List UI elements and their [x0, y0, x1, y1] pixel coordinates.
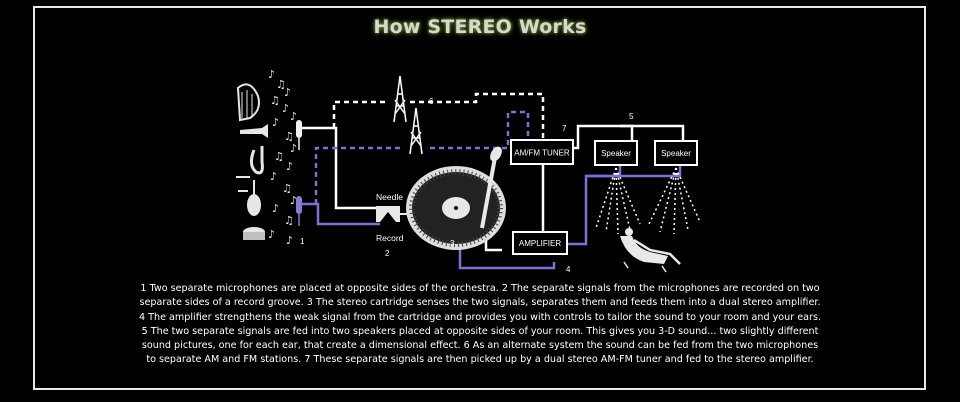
dashed-line-purple [314, 110, 530, 204]
speaker-left-label: Speaker [601, 149, 631, 158]
svg-text:♪: ♪ [290, 142, 297, 155]
orchestra-illustration: ♪♫♪ ♫♪♪ ♪♫♪ ♫♪♪ ♫♪♪ ♫♪♪ [236, 68, 297, 247]
sound-rays-left [595, 167, 641, 235]
caption-line: 1 Two separate microphones are placed at… [140, 283, 820, 294]
svg-text:♫: ♫ [282, 182, 292, 195]
number-5: 5 [629, 112, 634, 121]
number-7: 7 [562, 124, 567, 133]
amplifier-label: AMPLIFIER [519, 239, 561, 248]
radio-tower-1 [393, 75, 407, 123]
needle-label: Needle [376, 192, 403, 202]
sound-rays-right [647, 167, 701, 235]
caption-line: to separate AM and FM stations. 7 These … [146, 354, 814, 366]
svg-text:♪: ♪ [270, 170, 277, 183]
speaker-left-box [594, 140, 638, 166]
svg-text:♪: ♪ [282, 102, 289, 115]
number-3: 3 [450, 239, 455, 248]
svg-text:♪: ♪ [286, 160, 293, 173]
number-6: 6 [429, 97, 434, 106]
svg-text:♫: ♫ [284, 214, 294, 227]
svg-text:♪: ♪ [272, 202, 279, 215]
caption-line: 4 The amplifier strengthens the weak sig… [139, 311, 821, 323]
tuner-label: AM/FM TUNER [514, 149, 570, 158]
svg-text:♪: ♪ [290, 194, 297, 207]
svg-text:♫: ♫ [270, 94, 280, 107]
svg-text:♫: ♫ [284, 130, 294, 143]
caption-line: sound pictures, one for each ear, that c… [141, 340, 819, 352]
record-turntable [406, 146, 506, 250]
svg-text:♪: ♪ [268, 68, 275, 81]
number-2: 2 [385, 249, 390, 258]
microphone-top [296, 120, 302, 150]
speaker-right-label: Speaker [661, 149, 691, 158]
page-title: How STEREO Works [373, 16, 587, 38]
svg-text:♪: ♪ [290, 110, 297, 123]
signal-lines-purple [301, 166, 682, 270]
explanation-caption: 1 Two separate microphones are placed at… [120, 282, 840, 368]
svg-text:♪: ♪ [286, 234, 293, 247]
amfm-tuner-box [510, 139, 574, 165]
svg-text:♪: ♪ [284, 86, 291, 99]
number-1: 1 [300, 237, 305, 246]
microphone-bottom [296, 196, 302, 226]
dashed-line-white [332, 92, 545, 140]
record-label: Record [376, 233, 404, 243]
svg-text:♪: ♪ [272, 116, 279, 129]
speaker-right-box [654, 140, 698, 166]
svg-text:♫: ♫ [276, 78, 286, 91]
listener-in-chair [620, 228, 681, 273]
svg-text:♪: ♪ [268, 228, 275, 241]
number-4: 4 [566, 265, 571, 274]
amplifier-box [512, 231, 568, 255]
caption-line: separate sides of a record groove. 3 The… [139, 297, 821, 309]
caption-line: 5 The two separate signals are fed into … [141, 325, 819, 337]
radio-tower-2 [409, 107, 423, 155]
svg-text:♫: ♫ [274, 150, 284, 163]
